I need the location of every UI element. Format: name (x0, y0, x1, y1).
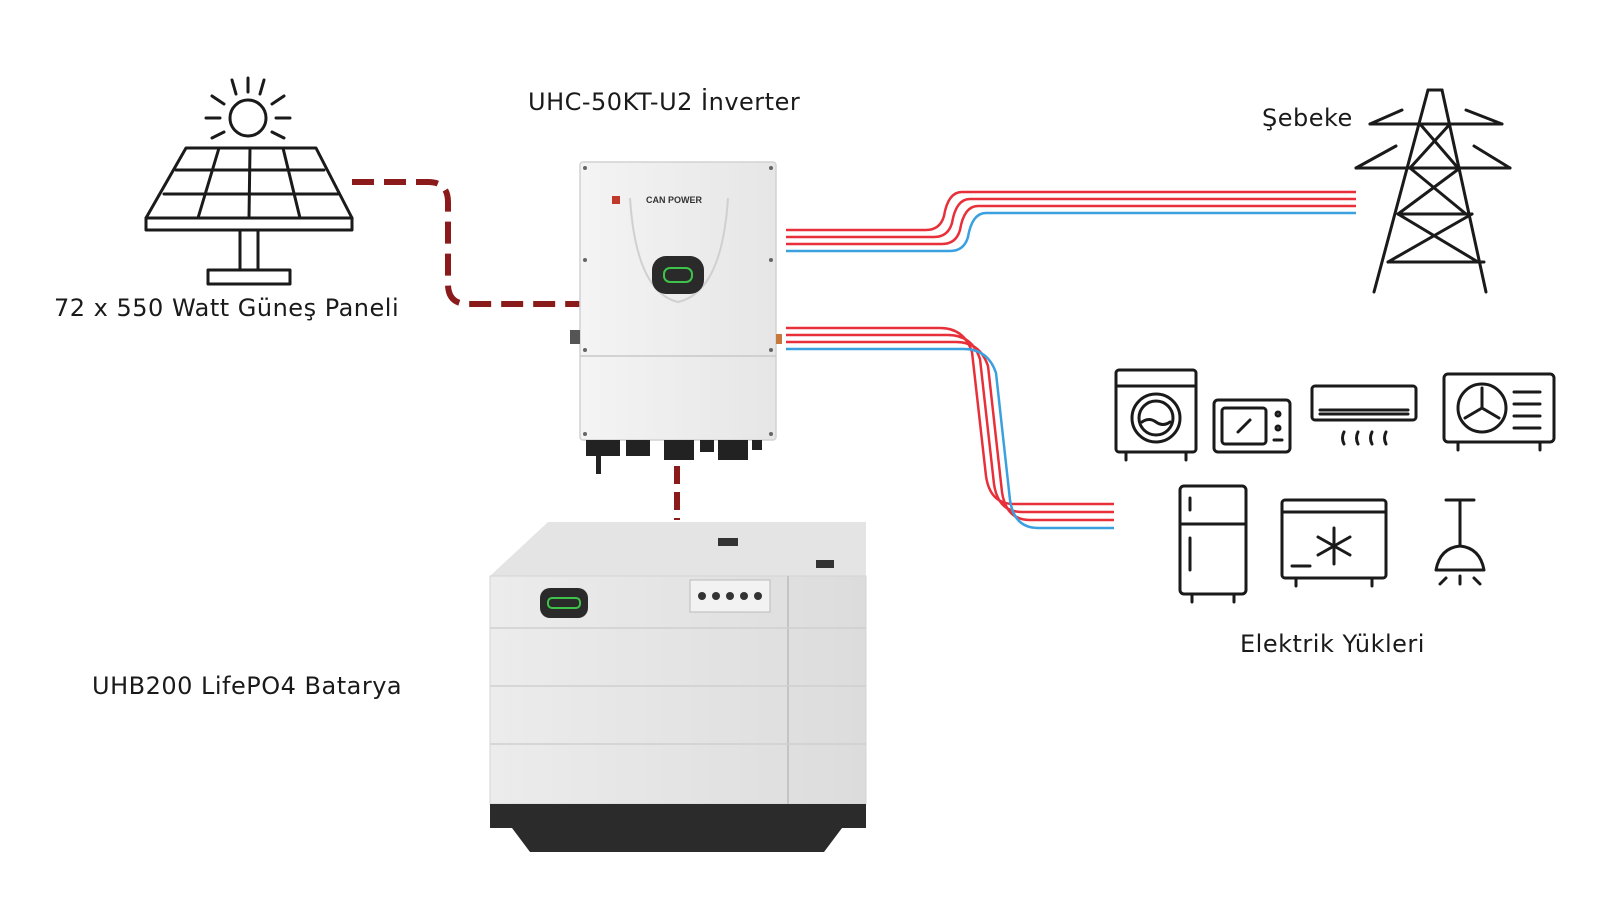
loads-ac-lines (786, 326, 1114, 530)
solar-panel-icon (144, 146, 354, 286)
refrigerator-icon (1178, 484, 1248, 604)
inverter-label: UHC-50KT-U2 İnverter (528, 88, 801, 116)
grid-label: Şebeke (1262, 104, 1353, 132)
inverter-brand: CAN POWER (646, 195, 703, 205)
ac-outdoor-unit-icon (1442, 372, 1556, 452)
electric-loads-label: Elektrik Yükleri (1240, 630, 1425, 658)
microwave-icon (1212, 398, 1292, 454)
grid-ac-lines (786, 190, 1356, 253)
transmission-tower-icon (1354, 88, 1512, 294)
battery-label: UHB200 LifePO4 Batarya (92, 672, 403, 700)
chest-freezer-icon (1280, 498, 1388, 588)
solar-dc-line (352, 179, 588, 307)
washing-machine-icon (1114, 368, 1198, 462)
inverter-unit (570, 161, 782, 474)
sun-icon (204, 76, 292, 140)
air-conditioner-icon (1310, 384, 1418, 446)
ceiling-lamp-icon (1434, 498, 1486, 586)
battery-unit (489, 522, 867, 852)
solar-panel-label: 72 x 550 Watt Güneş Paneli (54, 294, 400, 322)
